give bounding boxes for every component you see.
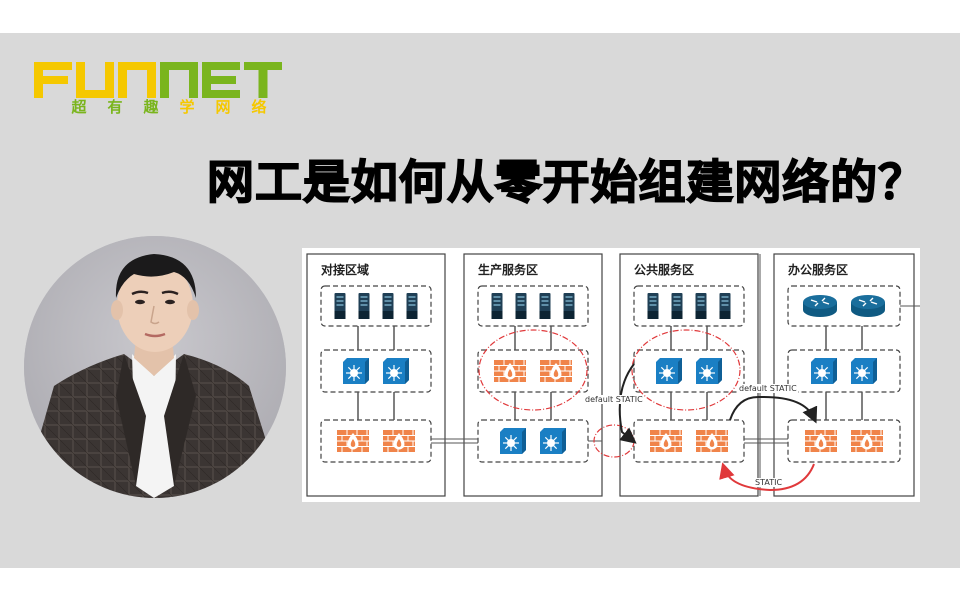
firewall-icon	[851, 430, 883, 452]
server-icon	[491, 293, 503, 319]
logo-tagline-char: 学	[179, 98, 195, 116]
logo-tagline-char: 有	[107, 98, 123, 116]
router-icon	[851, 295, 885, 317]
server-icon	[563, 293, 575, 319]
firewall-icon	[337, 430, 369, 452]
logo-letter-f	[34, 62, 72, 98]
device-group-box	[787, 419, 901, 463]
firewall-icon	[805, 430, 837, 452]
switch-icon	[851, 358, 877, 384]
zone-box	[463, 253, 603, 497]
zone-title: 对接区域	[321, 263, 370, 277]
firewall-icon	[383, 430, 415, 452]
device-group-box	[787, 285, 901, 327]
device-group-box	[633, 349, 745, 393]
logo-wordmark	[33, 62, 285, 98]
firewall-icon	[494, 360, 526, 382]
switch-icon	[656, 358, 682, 384]
switch-icon	[696, 358, 722, 384]
presenter-photo	[24, 236, 286, 498]
router-icon	[803, 295, 837, 317]
device-group-box	[787, 349, 901, 393]
server-icon	[406, 293, 418, 319]
logo-letter-e	[202, 62, 240, 98]
logo-tagline-char: 络	[251, 98, 267, 116]
logo-tagline: 超有趣学网络	[61, 96, 277, 117]
firewall-icon	[540, 360, 572, 382]
server-icon	[695, 293, 707, 319]
logo-tagline-char: 网	[215, 98, 231, 116]
switch-icon	[500, 428, 526, 454]
zone-title: 公共服务区	[634, 263, 695, 277]
funnet-logo: 超有趣学网络	[33, 62, 283, 118]
server-icon	[719, 293, 731, 319]
server-icon	[334, 293, 346, 319]
device-group-box	[477, 349, 589, 393]
device-group-box	[320, 349, 432, 393]
presenter-portrait-icon	[24, 236, 286, 498]
logo-letter-u	[76, 62, 114, 98]
zone-title: 生产服务区	[478, 263, 539, 277]
route-label: STATIC	[754, 478, 784, 487]
logo-letter-t	[244, 62, 282, 98]
logo-letter-n	[118, 62, 156, 98]
route-label: default STATIC	[584, 395, 644, 404]
device-group-box	[633, 285, 745, 327]
network-diagram: 对接区域 生产服务区 公共服务区 办公服务区 default STATIC default…	[302, 248, 920, 502]
switch-icon	[343, 358, 369, 384]
firewall-icon	[696, 430, 728, 452]
switch-icon	[383, 358, 409, 384]
server-icon	[515, 293, 527, 319]
zone-box	[306, 253, 446, 497]
server-icon	[382, 293, 394, 319]
zone-box	[773, 253, 915, 497]
zone-box	[619, 253, 759, 497]
network-topology-graphic	[306, 253, 920, 497]
logo-tagline-char: 超	[71, 98, 87, 116]
logo-tagline-char: 趣	[143, 98, 159, 116]
firewall-icon	[650, 430, 682, 452]
headline-title: 网工是如何从零开始组建网络的？	[206, 154, 927, 210]
switch-icon	[540, 428, 566, 454]
switch-icon	[811, 358, 837, 384]
device-group-box	[477, 419, 589, 463]
device-group-box	[477, 285, 589, 327]
route-label: default STATIC	[738, 384, 798, 393]
zone-title: 办公服务区	[788, 263, 849, 277]
device-group-box	[320, 419, 432, 463]
server-icon	[671, 293, 683, 319]
server-icon	[539, 293, 551, 319]
logo-letter-n	[160, 62, 198, 98]
device-group-box	[320, 285, 432, 327]
server-icon	[358, 293, 370, 319]
server-icon	[647, 293, 659, 319]
